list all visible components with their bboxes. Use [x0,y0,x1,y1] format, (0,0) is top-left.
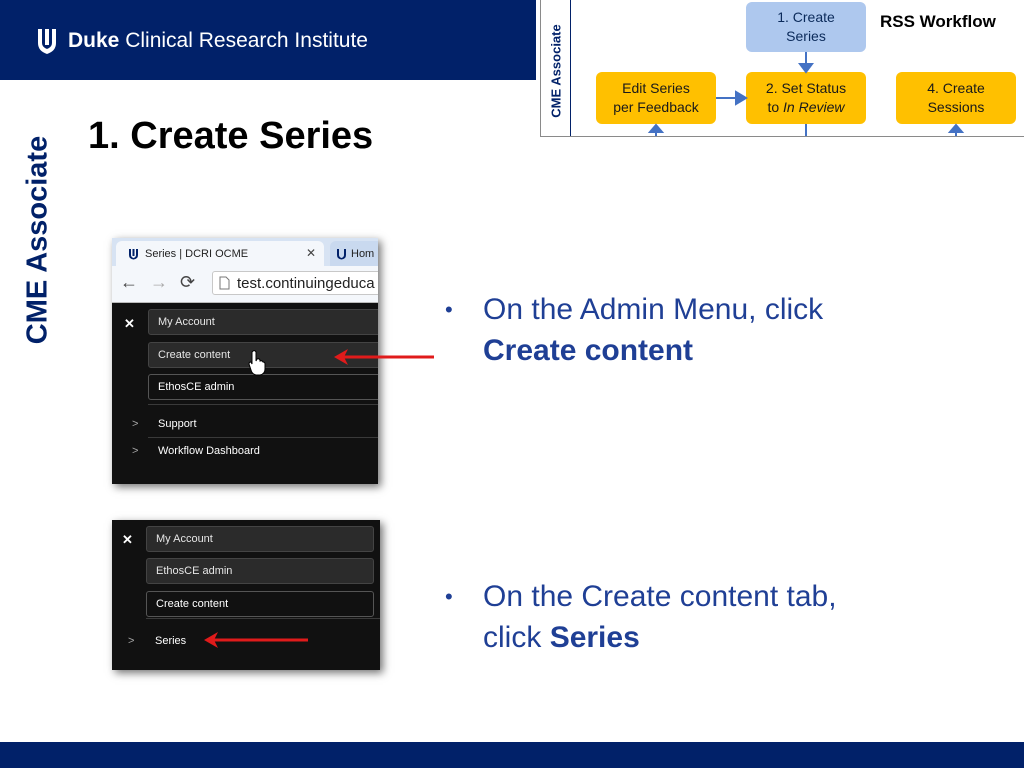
create-content-tab-screenshot: ✕ My Account EthosCE admin Create conten… [112,520,380,670]
close-menu-icon[interactable]: ✕ [122,532,133,547]
back-arrow-icon[interactable]: ← [120,272,138,292]
menu-ethosce-admin[interactable]: EthosCE admin [148,374,378,400]
address-bar-row: ← → ⟳ test.continuingeduca [112,266,378,303]
menu-my-account[interactable]: My Account [146,526,374,552]
duke-logo: Duke Clinical Research Institute [36,26,368,56]
reload-icon[interactable]: ⟳ [180,272,196,292]
tree-item-support[interactable]: Support [158,418,197,430]
close-menu-icon[interactable]: ✕ [124,316,135,331]
bullet-dot-icon: • [445,297,453,322]
role-label-vertical: CME Associate [21,135,54,345]
browser-tab-home[interactable]: Hom [330,241,378,266]
close-tab-icon[interactable]: ✕ [305,246,316,260]
bullet-dot-icon: • [445,584,453,609]
browser-tab-series[interactable]: Series | DCRI OCME ✕ [116,241,324,266]
footer-bar [0,742,1024,768]
browser-screenshot-admin-menu: Series | DCRI OCME ✕ Hom ← → ⟳ test.cont… [112,238,378,484]
header-bar: Duke Clinical Research Institute [0,0,536,80]
chevron-right-icon[interactable]: > [132,418,139,430]
instruction-bullet-2: • On the Create content tab, click Serie… [445,576,923,658]
workflow-lane-divider [570,0,571,136]
menu-divider [148,404,378,405]
red-arrow-series [204,632,308,648]
workflow-role-label: CME Associate [548,24,564,118]
browser-tab-bar: Series | DCRI OCME ✕ Hom [112,238,378,266]
menu-ethosce-admin[interactable]: EthosCE admin [146,558,374,584]
duke-favicon-icon [337,248,346,259]
workflow-title: RSS Workflow [880,12,996,31]
chevron-right-icon[interactable]: > [128,635,135,647]
hand-cursor-icon [248,350,266,376]
tab-create-content[interactable]: Create content [146,591,374,617]
tree-item-workflow-dashboard[interactable]: Workflow Dashboard [158,445,260,457]
url-field[interactable]: test.continuingeduca [212,271,378,295]
chevron-right-icon[interactable]: > [132,445,139,457]
red-arrow-create-content [334,349,434,365]
menu-divider [146,618,380,619]
tree-item-series[interactable]: Series [155,635,187,647]
menu-my-account[interactable]: My Account [148,309,378,335]
page-icon [219,276,230,290]
brand-name: Duke Clinical Research Institute [68,29,368,52]
duke-favicon-icon [129,248,138,259]
page-title: 1. Create Series [88,115,374,157]
instruction-bullet-1: • On the Admin Menu, click Create conten… [445,289,903,371]
forward-arrow-icon[interactable]: → [150,272,168,292]
duke-shield-icon [38,29,56,54]
tree-divider [148,437,378,438]
